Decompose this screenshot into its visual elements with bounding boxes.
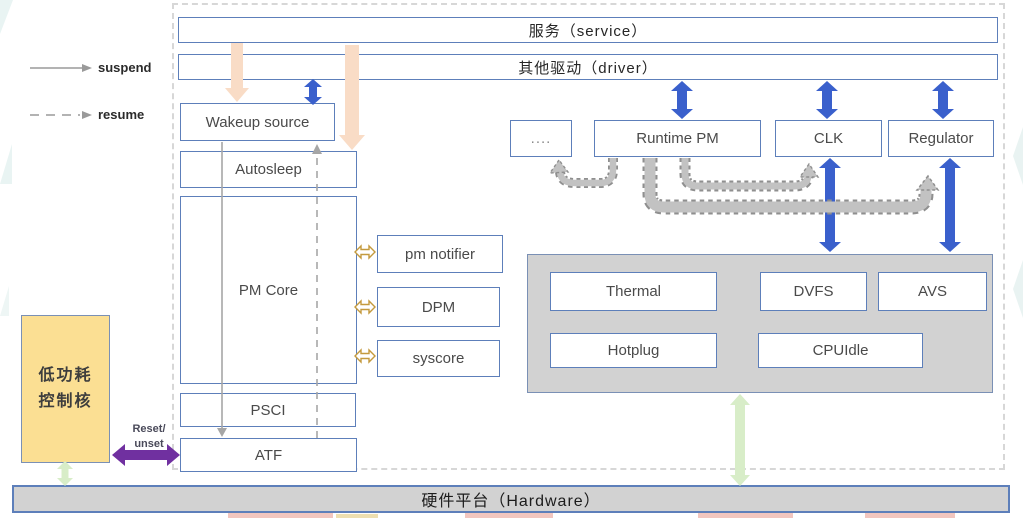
psci-label: PSCI (250, 401, 286, 419)
decor-triangle-top-left (0, 0, 13, 34)
green-arrow-lowpower-hardware (57, 461, 73, 486)
decor-strip-5 (865, 513, 955, 518)
thermal-box: Thermal (550, 272, 717, 311)
reset-unset-line2: unset (134, 437, 164, 450)
legend-suspend-label: suspend (98, 60, 152, 75)
atf-label: ATF (254, 446, 283, 464)
decor-triangle-right-2 (1013, 260, 1023, 318)
hotplug-box: Hotplug (550, 333, 717, 368)
thermal-label: Thermal (605, 283, 661, 300)
service-layer-label: 服务（service） (528, 22, 648, 40)
wakeup-source-label: Wakeup source (205, 113, 310, 131)
psci-box: PSCI (180, 393, 356, 427)
wakeup-source-box: Wakeup source (180, 103, 335, 141)
resume-legend-arrow (30, 111, 92, 119)
syscore-label: syscore (412, 350, 465, 367)
avs-box: AVS (878, 272, 987, 311)
cpuidle-label: CPUIdle (812, 342, 869, 359)
dvfs-label: DVFS (793, 283, 834, 300)
decor-strip-1 (228, 513, 333, 518)
regulator-box: Regulator (888, 120, 994, 157)
driver-layer-bar: 其他驱动（driver） (178, 54, 998, 80)
pm-notifier-label: pm notifier (404, 245, 476, 263)
runtime-pm-box: Runtime PM (594, 120, 761, 157)
dpm-label: DPM (421, 298, 456, 316)
dpm-box: DPM (377, 287, 500, 327)
decor-triangle-right-1 (1013, 127, 1023, 185)
pm-notifier-box: pm notifier (377, 235, 503, 273)
hotplug-label: Hotplug (607, 342, 660, 359)
clk-label: CLK (813, 130, 844, 147)
avs-label: AVS (918, 283, 947, 300)
decor-triangle-left-mid (0, 144, 12, 184)
pm-core-box: PM Core (180, 196, 357, 384)
cpuidle-box: CPUIdle (758, 333, 923, 368)
low-power-core-label-line2: 控制核 (38, 393, 93, 410)
decor-strip-2 (336, 514, 378, 518)
clk-box: CLK (775, 120, 882, 157)
syscore-box: syscore (377, 340, 500, 377)
autosleep-label: Autosleep (235, 161, 302, 178)
decor-strip-3 (465, 513, 553, 518)
reset-unset-label: Reset/ unset (118, 422, 180, 452)
suspend-legend-arrow (30, 64, 92, 72)
hardware-layer-label: 硬件平台（Hardware） (421, 493, 601, 510)
dvfs-box: DVFS (760, 272, 867, 311)
legend-resume-label: resume (98, 107, 145, 122)
low-power-core-label-line1: 低功耗 (38, 367, 93, 385)
runtime-pm-label: Runtime PM (636, 130, 719, 147)
decor-triangle-left-low (0, 286, 9, 316)
driver-layer-label: 其他驱动（driver） (518, 59, 658, 77)
decor-strip-4 (698, 513, 793, 518)
misc-drivers-box: .... (510, 120, 572, 157)
kernel-domain-frame (172, 3, 1005, 470)
regulator-label: Regulator (908, 130, 974, 147)
reset-unset-line1: Reset/ (132, 423, 166, 435)
atf-box: ATF (180, 438, 357, 472)
pm-core-label: PM Core (238, 281, 299, 299)
misc-drivers-label: .... (530, 130, 552, 147)
autosleep-box: Autosleep (180, 151, 357, 188)
hardware-layer-bar: 硬件平台（Hardware） (12, 485, 1010, 513)
service-layer-bar: 服务（service） (178, 17, 998, 43)
low-power-core-box: 低功耗 控制核 (21, 315, 110, 463)
